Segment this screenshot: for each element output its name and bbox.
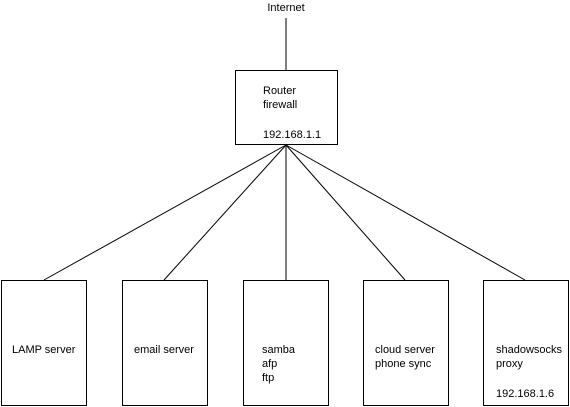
server-box-file-sharing [243, 280, 329, 406]
internet-label: Internet [267, 2, 304, 14]
server-box-lamp [1, 280, 87, 406]
link-email-server [163, 144, 287, 281]
router-box [235, 70, 338, 145]
server-label-line-1: LAMP server [12, 344, 76, 356]
server-ip: 192.168.1.6 [496, 388, 554, 400]
server-box-cloud [363, 280, 449, 406]
link-lamp-server [43, 144, 287, 281]
server-box-proxy [483, 280, 569, 406]
server-box-email [122, 280, 208, 406]
router-ip: 192.168.1.1 [263, 129, 321, 141]
server-label-line-2: afp [262, 358, 277, 370]
server-label-line-1: email server [134, 344, 194, 356]
server-node-email: email server [122, 280, 208, 406]
server-label-line-1: shadowsocks [496, 344, 563, 356]
server-node-proxy: shadowsocks proxy 192.168.1.6 [483, 280, 569, 406]
server-label-line-1: samba [262, 344, 296, 356]
link-proxy-server [285, 144, 526, 281]
link-cloud-server [285, 144, 406, 281]
server-node-cloud: cloud server phone sync [363, 280, 449, 406]
server-label-line-1: cloud server [375, 344, 435, 356]
router-label-line-2: firewall [263, 99, 297, 111]
server-label-line-3: ftp [262, 372, 274, 384]
server-node-lamp: LAMP server [1, 280, 87, 406]
router-node: Router firewall 192.168.1.1 [235, 70, 338, 145]
server-label-line-2: proxy [496, 358, 523, 370]
server-node-file-sharing: samba afp ftp [243, 280, 329, 406]
server-label-line-2: phone sync [375, 358, 432, 370]
router-label-line-1: Router [263, 85, 296, 97]
